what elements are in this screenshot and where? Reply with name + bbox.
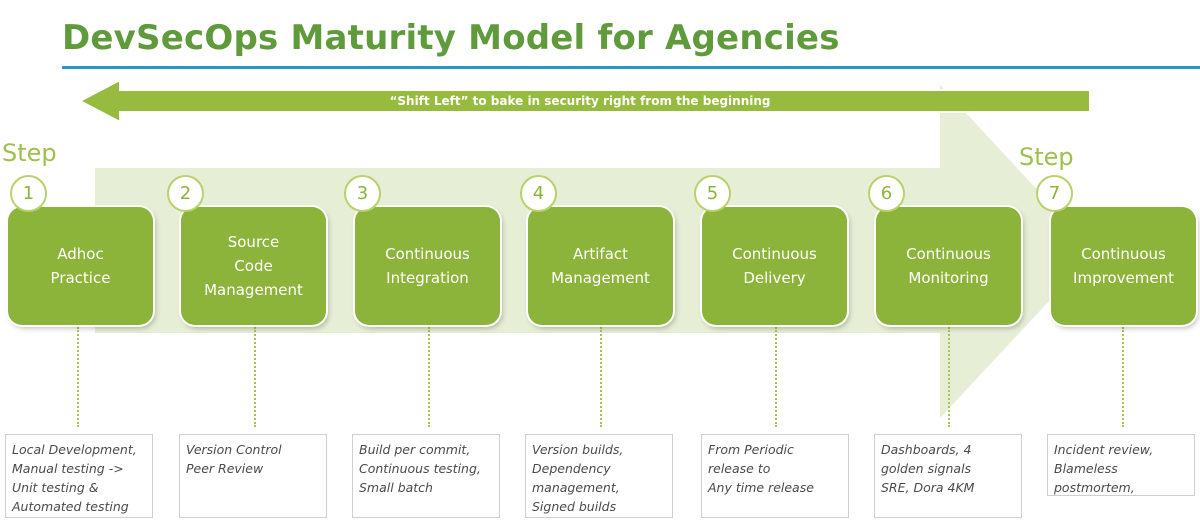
step-note: From Periodic release to Any time releas… [701, 434, 849, 518]
step-box-label: Continuous Delivery [732, 245, 817, 287]
step-note: Version Control Peer Review [179, 434, 327, 518]
step-note: Incident review, Blameless postmortem, [1047, 434, 1195, 496]
step-label-left: Step [2, 139, 57, 167]
step-box-continuous-improvement: Continuous Improvement [1051, 207, 1196, 325]
connector-line [1122, 327, 1124, 427]
step-label-right: Step [1019, 143, 1074, 171]
step-note: Local Development, Manual testing -> Uni… [5, 434, 153, 518]
shift-left-arrow [77, 78, 1091, 124]
connector-line [254, 327, 256, 427]
step-box-continuous-delivery: Continuous Delivery [702, 207, 847, 325]
step-box-continuous-integration: Continuous Integration [355, 207, 500, 325]
step-number-badge: 1 [10, 175, 47, 212]
step-number-badge: 7 [1036, 175, 1073, 212]
step-box-label: Continuous Integration [385, 245, 470, 287]
page-title: DevSecOps Maturity Model for Agencies [62, 18, 840, 58]
connector-line [948, 327, 950, 427]
step-box-label: Source Code Management [204, 233, 303, 299]
step-box-label: Adhoc Practice [50, 245, 111, 287]
step-number-badge: 3 [344, 175, 381, 212]
step-note: Build per commit, Continuous testing, Sm… [352, 434, 500, 518]
step-box-label: Artifact Management [551, 245, 650, 287]
connector-line [77, 327, 79, 427]
title-underline [62, 66, 1200, 69]
connector-line [600, 327, 602, 427]
step-box-source-code-management: Source Code Management [181, 207, 326, 325]
step-number-badge: 2 [167, 175, 204, 212]
step-box-label: Continuous Monitoring [906, 245, 991, 287]
connector-line [428, 327, 430, 427]
connector-line [775, 327, 777, 427]
step-box-adhoc-practice: Adhoc Practice [8, 207, 153, 325]
step-box-label: Continuous Improvement [1073, 245, 1174, 287]
step-number-badge: 5 [694, 175, 731, 212]
step-box-continuous-monitoring: Continuous Monitoring [876, 207, 1021, 325]
step-note: Version builds, Dependency management, S… [525, 434, 673, 518]
step-number-badge: 4 [520, 175, 557, 212]
step-note: Dashboards, 4 golden signals SRE, Dora 4… [874, 434, 1022, 518]
shift-left-banner-text: “Shift Left” to bake in security right f… [389, 94, 771, 108]
step-number-badge: 6 [868, 175, 905, 212]
step-box-artifact-management: Artifact Management [528, 207, 673, 325]
